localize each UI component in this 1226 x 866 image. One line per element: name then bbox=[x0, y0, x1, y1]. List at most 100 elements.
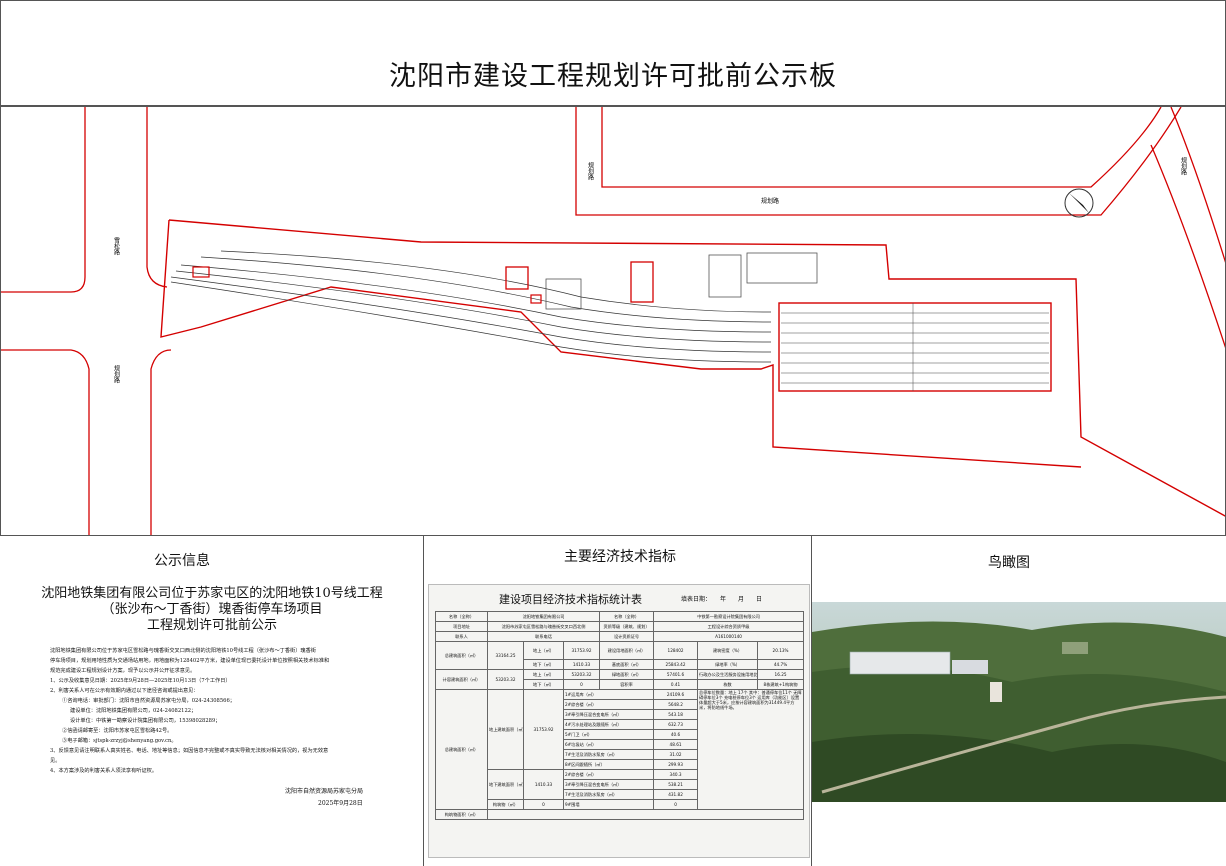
table-cell: 40.6 bbox=[653, 729, 699, 740]
depot-building bbox=[778, 302, 1052, 392]
table-row: 总建筑面积（㎡） 地上建筑面积（㎡） 31753.92 1#运用库（㎡） 241… bbox=[435, 689, 805, 810]
building-guard bbox=[530, 294, 542, 304]
table-cell: 容积率 bbox=[599, 679, 655, 690]
notice-panel: 公示信息 沈阳地铁集团有限公司位于苏家屯区的沈阳地铁10号线工程 （张沙布～丁香… bbox=[0, 536, 424, 866]
econ-panel: 主要经济技术指标 建设项目经济技术指标统计表 填表日期： 年 月 日 名称（全称… bbox=[424, 536, 812, 866]
notice-line: 3、反馈意见请注明联系人真实姓名、电话、地址等信息；如因信息不完整或不真实导致无… bbox=[50, 748, 329, 754]
table-cell: 1#运用库（㎡） bbox=[562, 689, 655, 700]
table-cell: 名称（全称） bbox=[435, 611, 488, 622]
notice-line: 2、利害关系人可在公示有效期内通过以下途径咨询或提出意见： bbox=[50, 688, 199, 694]
table-cell: 4#污水处理站及跟随所（㎡） bbox=[562, 719, 655, 730]
site-plan-drawing: 规划路 规划路 规划路 雪松路 规划路 bbox=[1, 107, 1225, 535]
notice-line: 4、本方案涉及的利害关系人须法享有听证权。 bbox=[50, 768, 158, 774]
table-cell: 沈阳地铁集团有限公司 bbox=[486, 611, 601, 622]
sheet-title: 建设项目经济技术指标统计表 bbox=[499, 593, 642, 606]
table-cell: 5648.2 bbox=[653, 699, 699, 710]
notice-doc-title: 沈阳地铁集团有限公司位于苏家屯区的沈阳地铁10号线工程 （张沙布～丁香街）瑰香街… bbox=[20, 586, 404, 634]
road-label-4: 雪松路 bbox=[113, 237, 120, 256]
table-cell: 绿地率（%） bbox=[697, 659, 759, 670]
entrance-building bbox=[192, 266, 210, 278]
table-cell: 3#牵引降压混合变电所（㎡） bbox=[562, 709, 655, 720]
table-cell: 543.18 bbox=[653, 709, 699, 720]
table-cell: 地下（㎡） bbox=[523, 679, 564, 690]
table-cell: 16.25 bbox=[757, 669, 805, 680]
table-row: 名称（全称） 沈阳地铁集团有限公司 名称（全称） 中铁第一勘察设计院集团有限公司 bbox=[435, 611, 805, 622]
birdseye-panel: 鸟瞰图 bbox=[812, 536, 1226, 866]
table-cell: 绿地面积（㎡） bbox=[599, 669, 655, 680]
site-boundary bbox=[160, 219, 1225, 517]
table-row: 地下建筑面积（㎡） 1410.33 2#综合楼（㎡） 340.3 bbox=[436, 769, 804, 800]
table-cell: A161000140 bbox=[653, 631, 805, 642]
table-cell bbox=[486, 809, 805, 820]
courts bbox=[708, 254, 742, 298]
notice-line: ①咨询电话：审批部门：沈阳市自然资源局苏家屯分局，024-24308566； bbox=[62, 698, 235, 704]
notice-line: 停车场项目，规划用地性质为交通场站用地，用地面积为128402平方米，建设单位现… bbox=[50, 658, 330, 664]
table-row: 构筑物面积（㎡） bbox=[435, 809, 805, 820]
table-cell: 2#综合楼（㎡） bbox=[562, 769, 655, 780]
sheet-fill-date: 填表日期： 年 月 日 bbox=[681, 596, 763, 603]
table-cell: 340.3 bbox=[653, 769, 699, 780]
table-cell: 地上（㎡） bbox=[523, 641, 564, 660]
table-cell: 7#生活及消防水泵房（㎡） bbox=[562, 749, 655, 760]
birdseye-heading: 鸟瞰图 bbox=[988, 555, 1030, 571]
table-cell: 中铁第一勘察设计院集团有限公司 bbox=[653, 611, 805, 622]
econ-table: 名称（全称） 沈阳地铁集团有限公司 名称（全称） 中铁第一勘察设计院集团有限公司… bbox=[435, 611, 805, 820]
table-cell: 299.93 bbox=[653, 759, 699, 770]
table-cell: 设计资质证号 bbox=[599, 631, 655, 642]
notice-heading: 公示信息 bbox=[154, 553, 210, 569]
table-cell: 632.73 bbox=[653, 719, 699, 730]
table-cell: 0 bbox=[653, 799, 699, 810]
table-cell: 1410.33 bbox=[562, 659, 601, 670]
table-cell: 31753.92 bbox=[562, 641, 601, 660]
notice-line: 建设单位：沈阳地铁集团有限公司，024-24082122； bbox=[70, 708, 197, 714]
table-cell: 总停车位数量：地上 17个 其中：普通停车位11个 无障碍停车位3个 充电桩停车… bbox=[697, 689, 805, 810]
table-cell: 构筑物（㎡） bbox=[487, 799, 524, 810]
sports-field bbox=[746, 252, 818, 284]
table-row: 计容建筑面积（㎡） 53203.32 地上（㎡） 53203.32 绿地面积（㎡… bbox=[435, 669, 805, 690]
birdseye-image bbox=[812, 602, 1226, 802]
table-row: 项目地址 沈阳市苏家屯区雪松路与瑰香街交叉口西北侧 资质等级（建筑、规划） 工程… bbox=[435, 621, 805, 632]
left-road bbox=[1, 107, 172, 535]
table-cell: 建筑密度（%） bbox=[697, 641, 759, 660]
table-cell: 1410.33 bbox=[523, 769, 564, 800]
notice-line: 规范完成建设工程规划设计方案，现予以公示并公开征求意见。 bbox=[50, 668, 196, 674]
table-cell: 33164.25 bbox=[487, 641, 524, 670]
table-cell: 资质等级（建筑、规划） bbox=[599, 621, 655, 632]
top-road bbox=[575, 107, 1225, 349]
table-cell: 6#垃圾站（㎡） bbox=[562, 739, 655, 750]
table-cell: 工程设计综合资质甲级 bbox=[653, 621, 805, 632]
table-cell: 538.21 bbox=[653, 779, 699, 790]
table-cell: 0 bbox=[523, 799, 564, 810]
notice-title-line-1: 沈阳地铁集团有限公司位于苏家屯区的沈阳地铁10号线工程 bbox=[41, 586, 383, 601]
table-row: 联系人 联系电话 设计资质证号 A161000140 bbox=[435, 631, 805, 642]
table-cell: 地上（㎡） bbox=[523, 669, 564, 680]
notice-date: 2025年9月28日 bbox=[318, 800, 363, 807]
table-cell: 5#门卫（㎡） bbox=[562, 729, 655, 740]
table-row: 总建筑面积（㎡） 33164.25 地上（㎡） 31753.92 建设用地面积（… bbox=[435, 641, 805, 670]
table-cell: 总建筑面积（㎡） bbox=[435, 689, 488, 810]
table-cell: 31753.92 bbox=[523, 689, 564, 770]
table-cell: 9#围墙 bbox=[562, 799, 655, 810]
table-cell: 沈阳市苏家屯区雪松路与瑰香街交叉口西北侧 bbox=[486, 621, 601, 632]
notice-line: 1、公示及收集意见日期：2025年9月28日—2025年10月13日（7个工作日… bbox=[50, 678, 231, 684]
table-cell: 计容建筑面积（㎡） bbox=[435, 669, 488, 690]
table-cell: 名称（全称） bbox=[599, 611, 655, 622]
table-cell: 128402 bbox=[653, 641, 699, 660]
table-cell: 栋数 bbox=[697, 679, 759, 690]
table-cell: 项目地址 bbox=[435, 621, 488, 632]
table-cell: 联系电话 bbox=[486, 631, 601, 642]
table-cell: 31.02 bbox=[653, 749, 699, 760]
notice-signature: 沈阳市自然资源局苏家屯分局 bbox=[285, 788, 364, 795]
table-cell: 0.41 bbox=[653, 679, 699, 690]
notice-line: ②信函请邮寄至：沈阳市苏家屯区雪松路42号。 bbox=[62, 728, 173, 734]
road-label-1: 规划路 bbox=[587, 161, 594, 181]
table-cell: 基底面积（㎡） bbox=[599, 659, 655, 670]
table-cell: 2#综合楼（㎡） bbox=[562, 699, 655, 710]
table-cell: 地下建筑面积（㎡） bbox=[487, 769, 524, 800]
table-cell: 总建筑面积（㎡） bbox=[435, 641, 488, 670]
table-cell: 3#牵引降压混合变电所（㎡） bbox=[562, 779, 655, 790]
notice-line: 设计单位：中铁第一勘察设计院集团有限公司，15398028289； bbox=[70, 718, 221, 724]
table-cell: 48.61 bbox=[653, 739, 699, 750]
econ-sheet: 建设项目经济技术指标统计表 填表日期： 年 月 日 名称（全称） 沈阳地铁集团有… bbox=[428, 584, 810, 858]
